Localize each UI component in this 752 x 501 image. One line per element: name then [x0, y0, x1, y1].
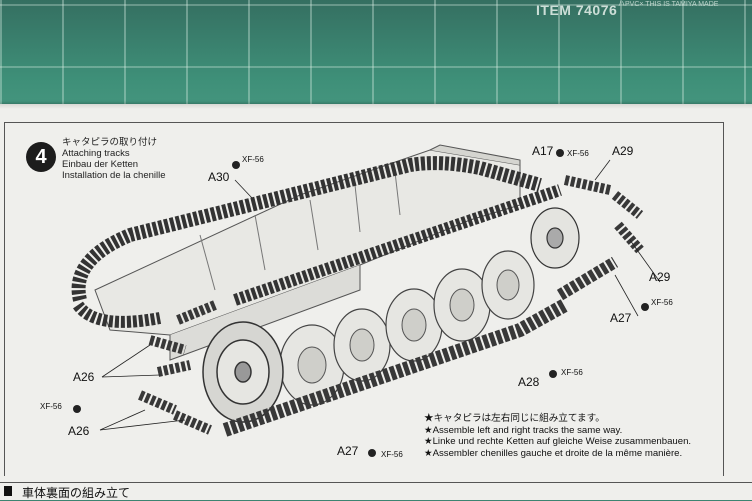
mat-item-text: ITEM 74076	[536, 2, 618, 18]
mat-small-text: ハPVC× THIS IS TAMIYA MADE	[618, 1, 719, 8]
label-a29-right: A29	[649, 270, 671, 284]
track-segments-right	[563, 175, 644, 254]
sheet-edge	[0, 104, 752, 109]
note-de: ★Linke und rechte Ketten auf gleiche Wei…	[424, 436, 692, 447]
lower-track	[222, 298, 569, 437]
note-jp: ★キャタピラは左右同じに組み立てます。	[424, 413, 605, 424]
assembly-notes: ★キャタピラは左右同じに組み立てます。 ★Assemble left and r…	[424, 413, 691, 459]
track-segments-left	[138, 300, 217, 435]
label-a26-lower: A26	[68, 424, 90, 438]
paint-dot-left	[73, 405, 81, 413]
far-track	[71, 156, 542, 302]
step-title: キャタピラの取り付け Attaching tracks Einbau der K…	[62, 137, 166, 181]
paint-xf56-a28: XF-56	[561, 368, 583, 377]
next-step-title: 車体裏面の組み立て	[22, 486, 131, 500]
label-a27-right: A27	[610, 311, 632, 325]
paint-dot-bottom	[368, 449, 376, 457]
paint-dot-a17	[556, 149, 564, 157]
title-en: Attaching tracks	[62, 148, 130, 159]
drive-sprocket	[202, 321, 284, 423]
label-a29-top: A29	[612, 144, 634, 158]
return-track	[233, 184, 562, 306]
paint-xf56-bottom: XF-56	[381, 450, 403, 459]
title-jp: キャタピラの取り付け	[62, 137, 158, 148]
paint-xf56-right: XF-56	[651, 298, 673, 307]
title-fr: Installation de la chenille	[62, 170, 166, 181]
hull-ribs	[199, 171, 401, 291]
idler-wheel	[530, 207, 580, 269]
step-frame	[4, 122, 724, 476]
label-a27-bottom: A27	[337, 444, 359, 458]
paint-xf56-left: XF-56	[40, 402, 62, 411]
next-step-divider	[0, 482, 752, 501]
paint-dot-a28	[549, 370, 557, 378]
label-a28: A28	[518, 375, 540, 389]
note-en: ★Assemble left and right tracks the same…	[424, 424, 623, 436]
title-de: Einbau der Ketten	[62, 159, 139, 170]
next-step-marker	[4, 486, 12, 496]
paint-dot-a30	[232, 161, 240, 169]
label-a26-upper: A26	[73, 370, 95, 384]
step-number-badge: 4	[26, 142, 56, 172]
label-a17: A17	[532, 144, 554, 158]
paint-xf56-a17: XF-56	[567, 149, 589, 158]
label-a30: A30	[208, 170, 230, 184]
note-fr: ★Assembler chenilles gauche et droite de…	[424, 447, 683, 459]
paint-xf56-a30: XF-56	[242, 155, 264, 164]
leader-lines	[99, 159, 661, 431]
paint-dot-right	[641, 303, 649, 311]
